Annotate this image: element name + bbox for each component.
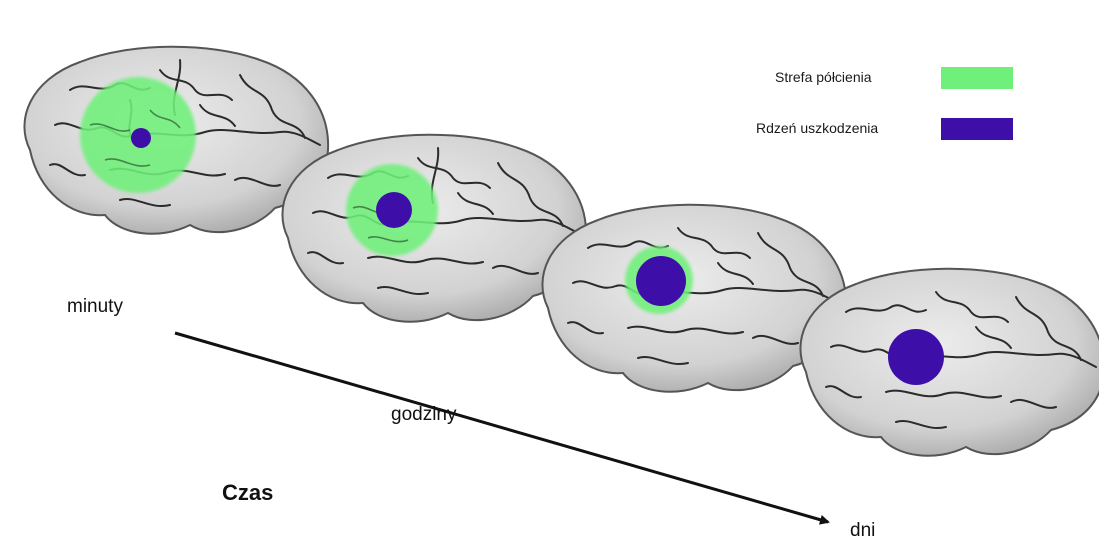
brain-stage-4: [800, 269, 1099, 456]
brain-outline: [282, 135, 586, 322]
legend-core-swatch: [941, 118, 1013, 140]
time-label-hours: godziny: [391, 404, 457, 426]
brain-stage-3: [542, 205, 846, 392]
legend-core-label: Rdzeń uszkodzenia: [756, 120, 878, 136]
lesion-core: [888, 329, 944, 385]
time-axis-title: Czas: [222, 480, 273, 506]
lesion-core: [636, 256, 686, 306]
brain-stage-2: [282, 135, 586, 322]
lesion-core: [376, 192, 412, 228]
time-label-days: dni: [850, 520, 875, 542]
time-label-minutes: minuty: [67, 296, 123, 318]
lesion-core: [131, 128, 151, 148]
brain-outline: [542, 205, 846, 392]
legend-penumbra-label: Strefa półcienia: [775, 69, 872, 85]
legend-penumbra-swatch: [941, 67, 1013, 89]
brain-outline: [800, 269, 1099, 456]
